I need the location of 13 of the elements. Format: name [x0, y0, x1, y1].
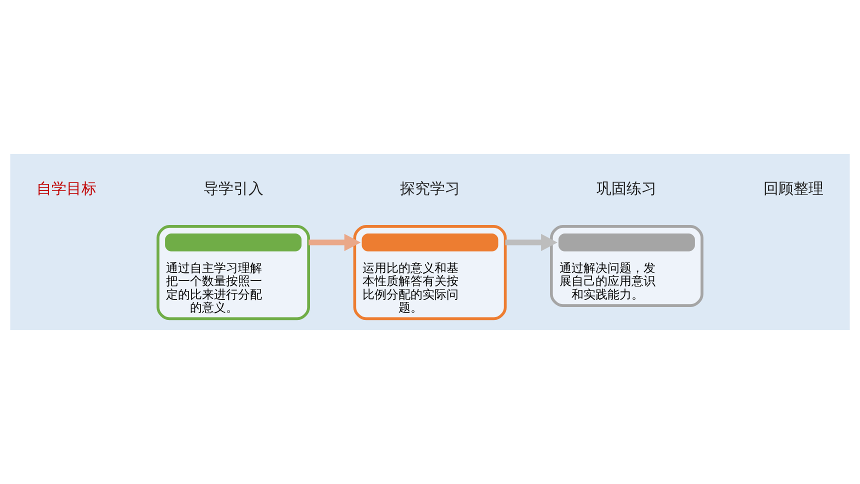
- node-bar: [558, 234, 695, 252]
- arrow: [505, 234, 558, 252]
- label: 自学目标: [36, 179, 97, 198]
- node-bar: [362, 234, 498, 252]
- label: 巩固练习: [596, 179, 657, 198]
- label: 探究学习: [400, 179, 460, 198]
- cluster: 运用比的意义和基本性质解答有关按比例分配的实际问题。: [353, 225, 507, 320]
- node-bar: [165, 234, 302, 252]
- label: 回顾整理: [763, 179, 824, 198]
- cluster: 通过解决问题，发展自己的应用意识和实践能力。: [550, 225, 704, 307]
- arrow: [308, 234, 361, 252]
- label: 导学引入: [203, 179, 264, 198]
- cluster: 通过自主学习理解把一个数量按照一定的比来进行分配的意义。: [156, 225, 310, 320]
